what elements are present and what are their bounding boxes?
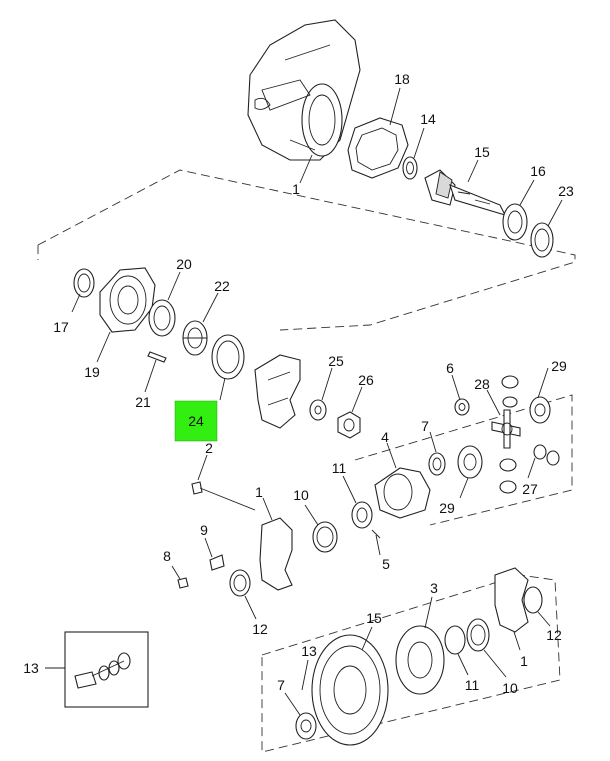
cup-10-mid [312,521,338,553]
bolt-21 [147,351,167,363]
callout-28: 28 [474,376,490,392]
callout-1-top: 1 [292,181,300,197]
nut-26 [337,411,361,439]
ring-gear-group-outline [261,574,561,753]
upper-group-outline [37,169,576,331]
callout-3: 3 [430,580,438,596]
callout-16: 16 [530,163,546,179]
callout-12-bot: 12 [546,627,562,643]
callout-29-mid: 29 [439,500,455,516]
callout-labels: 1 18 14 15 16 23 20 22 17 19 21 24 25 26… [23,71,574,696]
callout-11-mid: 11 [332,460,347,476]
callout-6: 6 [446,360,454,376]
bearing-cap-1-mid [259,517,293,591]
seal-17 [73,268,95,298]
carrier-housing [247,19,361,161]
thrust-washer-7-mid [428,452,446,476]
callout-24: 24 [188,413,204,429]
case-half-3 [395,625,445,695]
callout-1-bot: 1 [520,653,528,669]
callout-10-bot: 10 [502,680,518,696]
callout-15-bot: 15 [366,610,382,626]
cone-11-bot [444,625,466,655]
seal-14 [402,156,418,180]
callout-14: 14 [420,111,436,127]
callout-17: 17 [53,319,69,335]
washers-27 [533,444,560,466]
cup-10-bot [466,618,490,652]
callout-4: 4 [381,429,389,445]
cup-20 [148,299,176,337]
adjuster-12-bot [523,586,543,614]
callout-18: 18 [394,71,410,87]
adjuster-12-mid [229,569,251,597]
callout-7-mid: 7 [421,418,429,434]
cone-11-mid [351,501,373,529]
callout-27: 27 [522,481,538,497]
gasket [347,117,409,179]
callout-5: 5 [382,556,390,572]
callout-1-mid: 1 [255,484,263,500]
callout-11-bot: 11 [465,677,480,693]
callout-22: 22 [214,278,230,294]
bearing-16 [502,203,528,241]
inset-box-13 [64,631,149,708]
side-gear-29-top [529,396,551,424]
cone-22 [182,320,208,356]
leader-lines [45,87,563,716]
shim-24 [211,334,245,380]
callout-12-mid: 12 [252,621,268,637]
callout-19: 19 [84,364,100,380]
differential-group-outline [354,394,573,526]
yoke [254,354,301,429]
side-gear-29-mid [457,445,483,479]
callout-25: 25 [328,353,344,369]
thrust-washer-7-bot [295,712,317,740]
spider-28 [491,409,521,449]
ring-gear-15 [311,634,389,746]
callout-26: 26 [358,372,374,388]
pinion-gears [499,375,519,494]
callout-7-bot: 7 [277,677,285,693]
bearing-cap-1-bot [494,567,529,633]
cup-23 [530,222,554,258]
callout-21: 21 [135,394,151,410]
lock-9 [209,554,225,571]
pin-5 [371,529,381,539]
washer-25 [309,399,327,421]
drive-pinion [424,169,507,216]
callout-20: 20 [176,256,192,272]
callout-13-inset: 13 [23,660,39,676]
callout-9: 9 [200,522,208,538]
bearing-cage-19 [99,267,156,333]
callout-13-bot: 13 [301,643,317,659]
callout-8: 8 [163,548,171,564]
callout-23: 23 [558,183,574,199]
callout-15-top: 15 [474,144,490,160]
case-half-4 [374,467,431,519]
bolt-2 [191,481,256,511]
callout-2: 2 [205,440,213,456]
highlight-box-24[interactable] [174,400,218,442]
washer-6 [454,398,470,416]
callout-29-top: 29 [551,358,567,374]
callout-10-mid: 10 [293,487,309,503]
screw-8 [177,577,189,589]
